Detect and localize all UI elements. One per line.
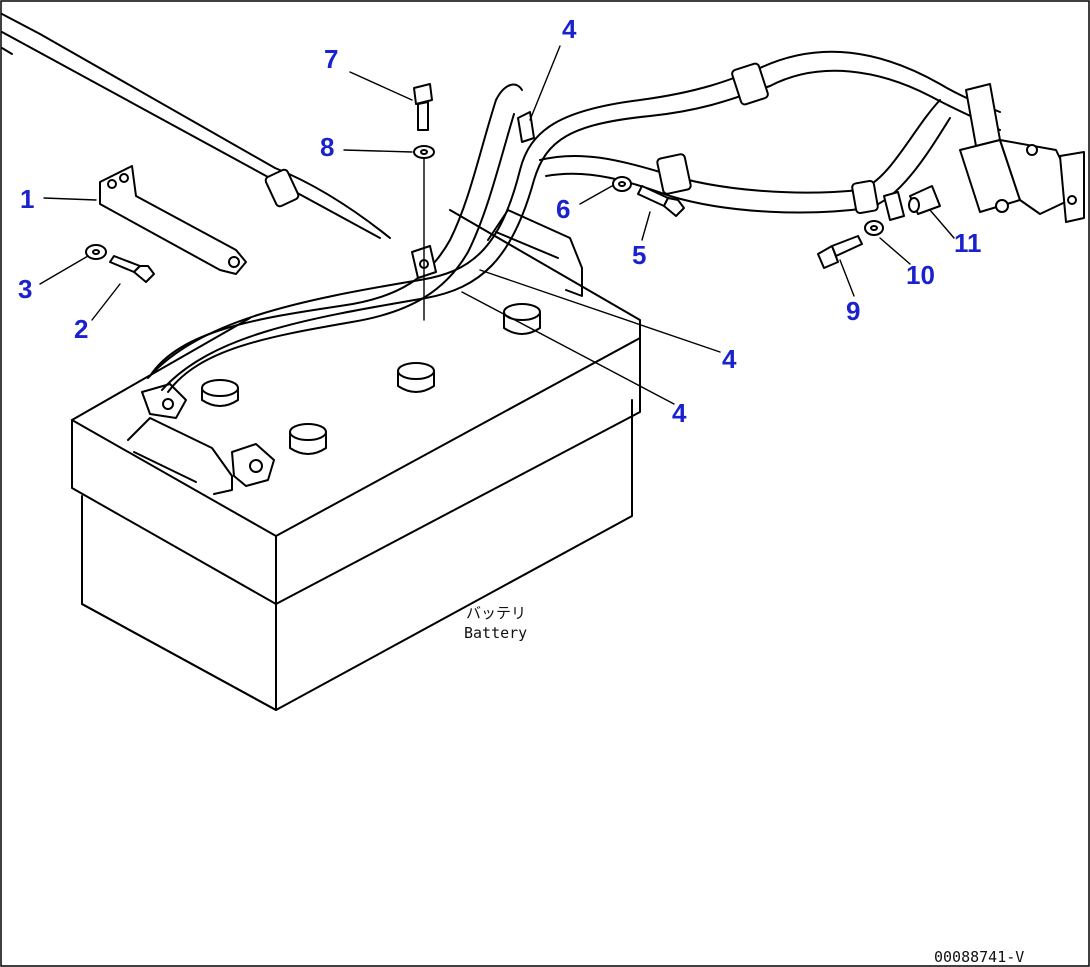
- battery-cap-2: [397, 362, 435, 393]
- main-harness: [264, 50, 1001, 215]
- battery-handle-left: [127, 417, 233, 495]
- callouts: 1 2 3 4 4 4 5 6 7 8 9 10 11: [18, 14, 982, 428]
- battery-terminal-negative: [141, 383, 187, 419]
- doc-id: 00088741-V: [934, 948, 1024, 966]
- callout-5: 5: [632, 240, 646, 270]
- battery-cable-lower: [147, 67, 771, 391]
- washer-part-10: [864, 220, 884, 236]
- battery-cap-3: [289, 423, 327, 455]
- collar-part-11: [908, 185, 941, 215]
- bolt-part-5: [637, 185, 685, 217]
- battery: バッテリ Battery: [71, 209, 641, 711]
- bracket-part-1: [99, 165, 247, 275]
- callout-4-low: 4: [672, 398, 687, 428]
- callout-8: 8: [320, 132, 334, 162]
- callout-4-top: 4: [562, 14, 577, 44]
- bolt-part-9: [817, 235, 863, 269]
- callout-11: 11: [954, 228, 982, 258]
- callout-3: 3: [18, 274, 32, 304]
- callout-9: 9: [846, 296, 860, 326]
- callout-7: 7: [324, 44, 338, 74]
- washer-part-8: [413, 145, 435, 159]
- washer-part-6: [612, 176, 632, 192]
- battery-relay: [959, 83, 1085, 223]
- bolt-part-7: [413, 83, 433, 131]
- battery-cable-upper: [149, 83, 523, 393]
- callout-2: 2: [74, 314, 88, 344]
- bolt-part-2: [109, 255, 155, 283]
- battery-label-en: Battery: [464, 624, 527, 642]
- leader-lines: [39, 45, 955, 405]
- callout-6: 6: [556, 194, 570, 224]
- washer-part-3: [85, 244, 107, 260]
- battery-terminal-positive: [231, 443, 275, 487]
- cable-clamp-right: [883, 191, 905, 221]
- battery-label-jp: バッテリ: [466, 604, 526, 622]
- callout-1: 1: [20, 184, 34, 214]
- battery-cap-4: [503, 303, 541, 335]
- battery-cap-1: [201, 379, 239, 407]
- callout-10: 10: [906, 260, 935, 290]
- callout-4-mid: 4: [722, 344, 737, 374]
